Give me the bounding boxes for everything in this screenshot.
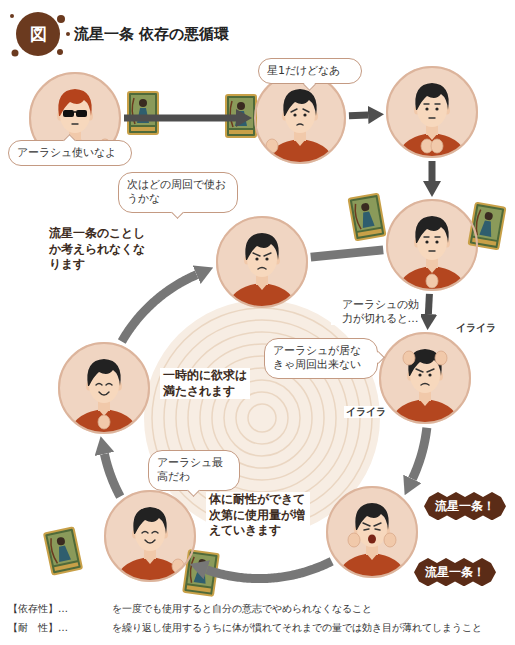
label-text: アーラシュが居なきゃ周回出来ない — [273, 344, 369, 373]
flow-arrow — [122, 275, 197, 342]
label-text: アーラシュ使いなよ — [17, 146, 123, 160]
figure-mark: 図 — [27, 23, 49, 45]
sound-effect: イライラ — [454, 322, 498, 334]
scene-circle: アーラシュ最高だわ体に耐性ができて次第に使用量が増えていきます — [104, 490, 196, 582]
circle-outline — [386, 66, 478, 158]
scene-circle: 流星一条！流星一条！ — [326, 486, 418, 578]
footnote-text: を繰り返し使用するうちに体が慣れてそれまでの量では効き目が薄れてしまうこと — [112, 622, 482, 634]
caption-block: 一時的に欲求は満たされます — [160, 368, 250, 399]
circle-outline — [326, 486, 418, 578]
label-text: 一時的に欲求は満たされます — [160, 368, 250, 399]
burst-outline — [414, 558, 496, 586]
label-text: 体に耐性ができて次第に使用量が増えていきます — [206, 492, 310, 539]
footnote-text: を繰り返し使用するうちに体が慣れてそれまでの量では効き目が薄れてしまうこと — [112, 622, 482, 634]
label-text: イライラ — [454, 322, 498, 334]
circle-outline — [217, 217, 307, 307]
speech-bubble: 次はどの周回で使おうかな — [118, 172, 238, 213]
scene-circle: 星1だけどなあ — [254, 72, 346, 164]
circle-outline — [59, 343, 149, 433]
label-text: 流星一条！ — [425, 565, 485, 579]
footnote-term: 【依存性】… — [8, 603, 68, 615]
label-text: 星1だけどなあ — [267, 64, 353, 78]
edge-label: アーラシュの効力が切れると… — [331, 298, 421, 326]
label-text: イライラ — [344, 406, 388, 418]
speech-bubble: アーラシュが居なきゃ周回出来ない — [264, 338, 378, 379]
circle-outline — [387, 200, 477, 290]
circle-outline — [254, 72, 346, 164]
circle-outline — [58, 342, 150, 434]
footnote-term: 【依存性】… — [8, 603, 68, 615]
flow-arrow — [311, 250, 383, 257]
flow-arrow — [207, 561, 332, 578]
figure-mark: 図 — [27, 23, 49, 45]
footnote-term: 【耐 性】… — [8, 622, 68, 634]
card-pictures — [44, 92, 505, 596]
flow-arrow — [349, 111, 368, 119]
title-splat — [10, 12, 70, 57]
label-text: 流星一条のことしか考えられなくなります — [46, 226, 158, 273]
sound-effect: イライラ — [344, 406, 388, 418]
circle-outline — [387, 67, 477, 157]
edge-label-text: アーラシュの効力が切れると… — [331, 298, 421, 326]
title-block: 流星一条 依存の悪循環 — [74, 25, 229, 43]
scene-circle: 次はどの周回で使おうかな流星一条のことしか考えられなくなります — [216, 216, 308, 308]
flow-arrow — [412, 428, 427, 479]
caption-block: 体に耐性ができて次第に使用量が増えていきます — [206, 492, 310, 539]
circle-outline — [327, 487, 417, 577]
label-text: 次はどの周回で使おうかな — [127, 178, 229, 207]
speech-bubble: アーラシュ使いなよ — [8, 140, 132, 166]
circle-outline — [386, 199, 478, 291]
flow-arrow — [429, 161, 436, 181]
flow-arrow — [104, 454, 120, 497]
figure-title: 流星一条 依存の悪循環 — [74, 25, 229, 43]
flow-arrow — [124, 115, 236, 122]
circle-outline — [104, 490, 196, 582]
caption-block: 流星一条のことしか考えられなくなります — [46, 226, 158, 273]
shout-bubble: 流星一条！ — [424, 492, 506, 520]
speech-bubble: 星1だけどなあ — [258, 58, 362, 84]
scene-circle: アーラシュが居なきゃ周回出来ないイライライライラ — [379, 332, 471, 424]
burst-outline — [424, 492, 506, 520]
footnote-text: を一度でも使用すると自分の意志でやめられなくなること — [112, 603, 372, 615]
label-text: 流星一条！ — [435, 499, 495, 513]
circle-outline — [380, 333, 470, 423]
speech-bubble: アーラシュ最高だわ — [148, 450, 240, 491]
circle-outline — [379, 332, 471, 424]
circle-outline — [216, 216, 308, 308]
label-text: アーラシュ最高だわ — [157, 456, 231, 485]
scene-circle: アーラシュ使いなよ — [29, 72, 121, 164]
shout-bubble: 流星一条！ — [414, 558, 496, 586]
footnote-text: を一度でも使用すると自分の意志でやめられなくなること — [112, 603, 372, 615]
footnote-term: 【耐 性】… — [8, 622, 68, 634]
circle-outline — [105, 491, 195, 581]
flow-arrow — [428, 294, 429, 314]
circle-outline — [255, 73, 345, 163]
scene-circle — [386, 66, 478, 158]
scene-circle — [386, 199, 478, 291]
scene-circle: 一時的に欲求は満たされます — [58, 342, 150, 434]
